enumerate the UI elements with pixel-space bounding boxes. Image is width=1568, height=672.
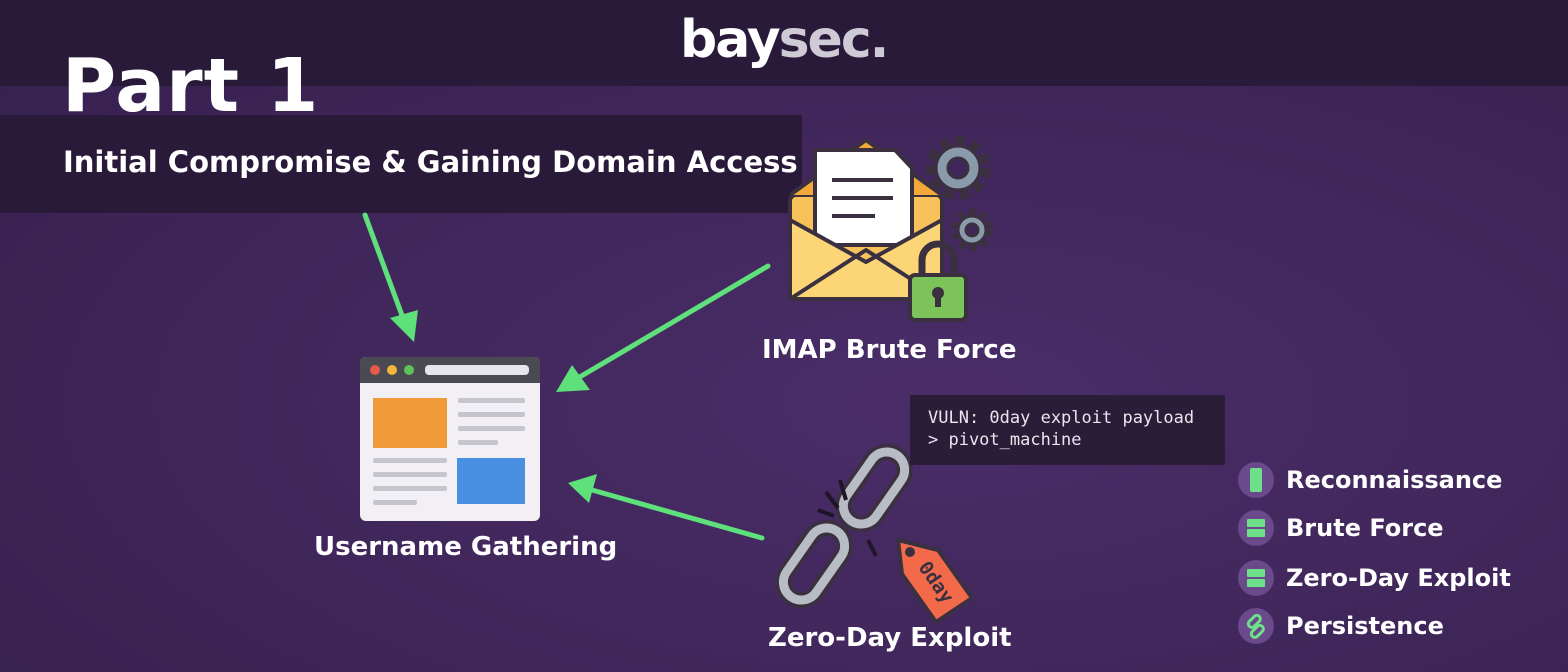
envelope-lock-icon [788,138,944,301]
small-gear-icon [950,208,994,252]
zero-day-tag-icon: 0day [896,538,974,624]
legend-label: Persistence [1286,612,1444,640]
terminal-line: VULN: 0day exploit payload [928,408,1195,428]
legend-icons [1238,462,1274,644]
gear-icon [926,136,990,200]
arrowhead-2 [556,365,590,392]
arrow-zeroday-to-username [589,487,765,541]
page-title: Part 1 [62,43,320,129]
node-label-imap-brute-force: IMAP Brute Force [762,335,1017,365]
legend-label: Brute Force [1286,514,1444,542]
top-bar [0,0,1568,86]
node-label-zero-day-exploit: Zero-Day Exploit [768,623,1012,653]
server-icon [1247,569,1265,587]
subtitle-box [0,115,802,213]
phone-icon [1250,468,1262,492]
lock-icon [908,240,968,322]
arrowhead-1 [390,310,418,342]
arrow-imap-to-username [575,263,771,381]
terminal-line: > pivot_machine [928,430,1082,450]
terminal-snippet: VULN: 0day exploit payload > pivot_machi… [910,395,1225,465]
browser-window-icon [360,357,540,521]
legend-label: Reconnaissance [1286,466,1503,494]
page-subtitle: Initial Compromise & Gaining Domain Acce… [63,145,798,179]
legend-label: Zero-Day Exploit [1286,564,1511,592]
broken-chain-icon [775,443,913,609]
baysec-logo: baysec. [680,10,889,70]
arrowhead-3 [568,474,597,503]
arrow-heads [390,310,597,503]
arrow-title-to-username [362,212,406,321]
flow-arrows [362,212,771,541]
link-icon [1246,613,1265,639]
node-label-username-gathering: Username Gathering [314,532,618,562]
server-icon [1247,519,1265,537]
